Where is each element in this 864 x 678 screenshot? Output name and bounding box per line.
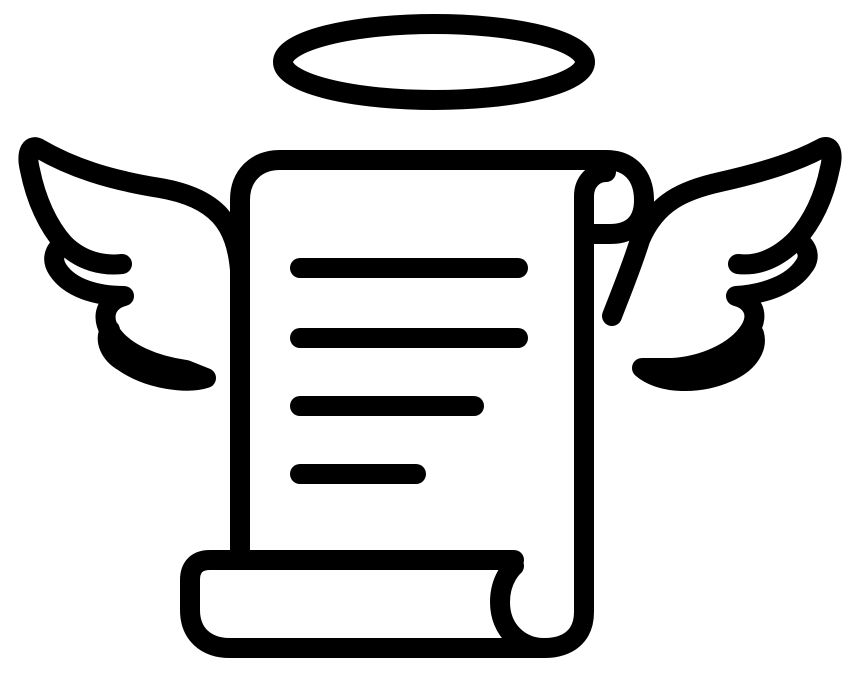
left-wing-inner-icon [54,234,132,275]
left-wing-icon [18,137,250,391]
scroll-roll-icon [180,550,554,658]
right-wing-inner-icon [728,230,806,275]
halo-icon [273,14,595,110]
